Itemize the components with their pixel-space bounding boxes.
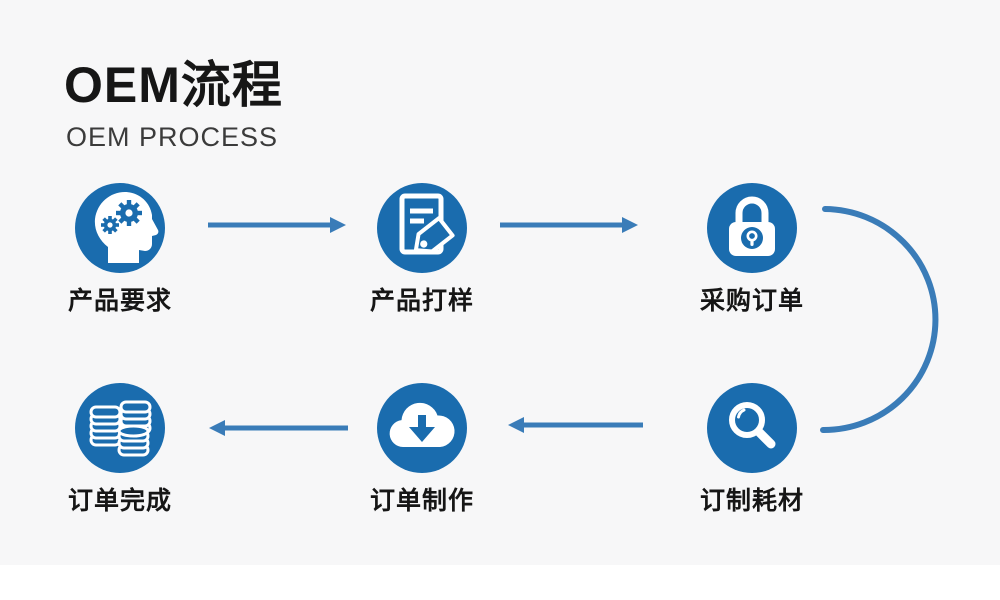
- node-label: 采购订单: [699, 287, 804, 315]
- node-label: 订制耗材: [699, 487, 804, 515]
- arrow-left-1: [209, 420, 348, 436]
- coins-icon: [75, 383, 165, 473]
- node-product-sampling: 产品打样: [332, 183, 512, 317]
- node-order-production: 订单制作: [332, 383, 512, 517]
- magnifier-icon: [707, 383, 797, 473]
- arrow-right-1: [208, 217, 346, 233]
- node-label: 产品打样: [369, 287, 474, 315]
- document-tag-icon: [377, 183, 467, 273]
- bottom-white-strip: [0, 565, 1000, 600]
- node-purchase-order: 采购订单: [662, 183, 842, 317]
- node-label: 产品要求: [67, 287, 172, 315]
- cloud-download-icon: [377, 383, 467, 473]
- node-product-requirements: 产品要求: [30, 183, 210, 317]
- arrow-right-2: [500, 217, 638, 233]
- node-custom-consumables: 订制耗材: [662, 383, 842, 517]
- arrow-left-2: [508, 417, 643, 433]
- head-gears-icon: [75, 183, 165, 273]
- page-subtitle: OEM PROCESS: [66, 122, 279, 152]
- node-label: 订单制作: [369, 487, 474, 515]
- lock-icon: [707, 183, 797, 273]
- node-label: 订单完成: [67, 487, 172, 515]
- node-order-complete: 订单完成: [30, 383, 210, 517]
- page-title: OEM流程: [64, 57, 283, 113]
